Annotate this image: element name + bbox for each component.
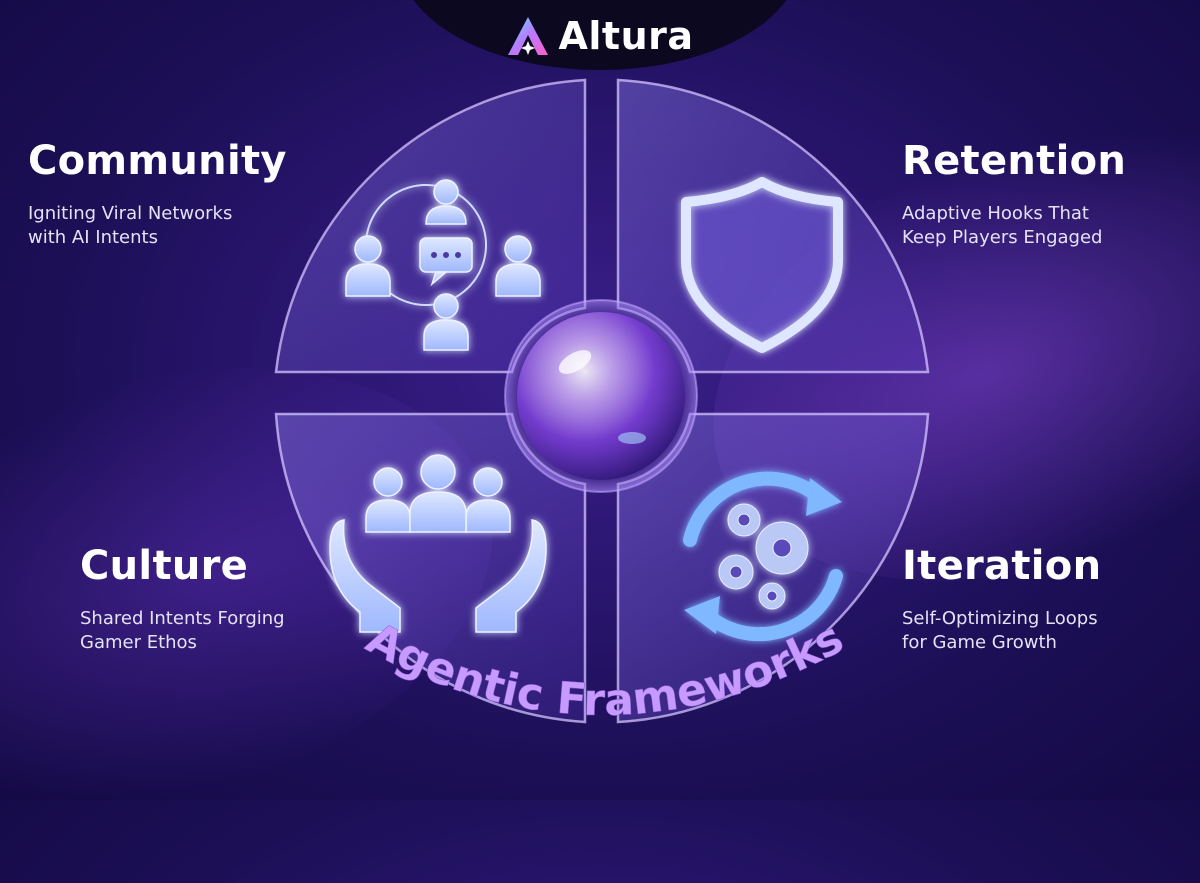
gears-cycle-icon [683,471,843,642]
section-title: Iteration [902,543,1102,589]
brand-name: Altura [558,14,694,58]
section-description: Self-Optimizing Loops for Game Growth [902,608,1098,653]
framework-diagram: Agentic Frameworks [274,78,930,726]
shield-icon [681,177,843,353]
section-culture: Culture Shared Intents Forging Gamer Eth… [80,543,380,655]
brand[interactable]: Altura [506,14,693,58]
section-iteration: Iteration Self-Optimizing Loops for Game… [902,543,1200,655]
center-orb [517,312,685,480]
brand-tab: Altura [400,0,800,70]
section-title: Culture [80,543,249,589]
section-description: Igniting Viral Networks with AI Intents [28,203,233,248]
section-title: Community [28,138,287,184]
section-description: Adaptive Hooks That Keep Players Engaged [902,203,1103,248]
section-description: Shared Intents Forging Gamer Ethos [80,608,285,653]
altura-logo-icon [508,17,549,55]
section-title: Retention [902,138,1127,184]
section-community: Community Igniting Viral Networks with A… [28,138,328,250]
network-people-chat-icon [345,179,541,351]
hands-holding-group-icon [329,454,547,633]
section-retention: Retention Adaptive Hooks That Keep Playe… [902,138,1200,250]
